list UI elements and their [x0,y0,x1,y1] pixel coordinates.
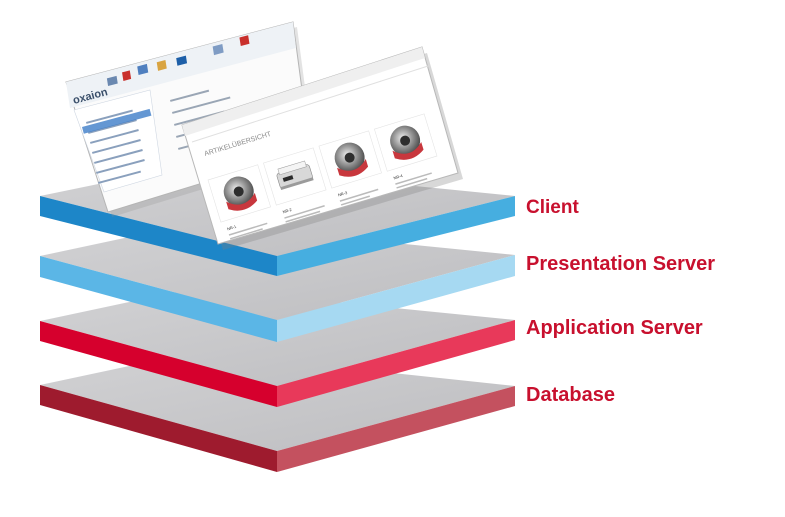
slab-left-database [40,385,277,472]
product-card[interactable]: NR-4 [374,113,442,190]
product-card[interactable]: NR-1 [207,164,276,241]
slab-right-database [277,386,515,472]
product-name: NR-1 [226,224,237,232]
product-card[interactable]: NR-3 [318,130,387,207]
product-name: NR-3 [337,190,348,198]
product-card[interactable]: NR-2 [263,147,331,224]
product-name: NR-2 [282,207,293,215]
web-presentation-screenshot: ARTIKELÜBERSICHT NR-1 NR-2 [181,46,463,250]
layer-label-application-server: Application Server [526,317,703,339]
layer-label-presentation-server: Presentation Server [526,253,715,275]
slab-right-client [277,196,515,276]
slab-right-application [277,320,515,407]
layer-label-client: Client [526,197,579,218]
slab-right-presentation [277,255,515,342]
slab-left-client [40,196,277,276]
layer-label-database: Database [526,384,615,406]
product-name: NR-4 [393,173,404,181]
slab-left-application [40,321,277,407]
printer-icon [276,160,314,191]
slab-left-presentation [40,256,277,342]
